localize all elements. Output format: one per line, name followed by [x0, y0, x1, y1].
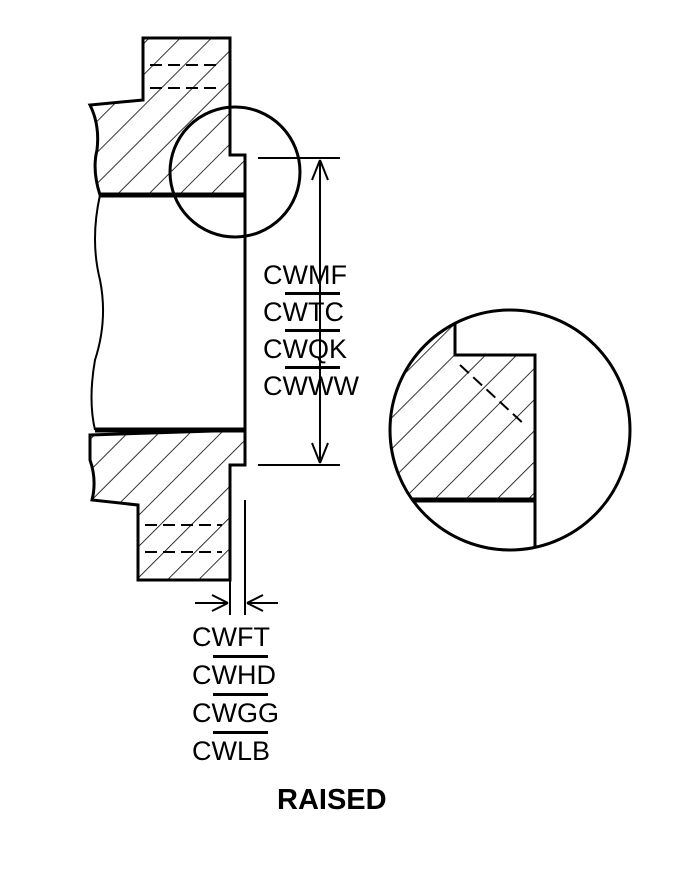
- code-label: CWFT: [192, 622, 270, 652]
- code-label: CWQK: [263, 334, 347, 364]
- diagram-title: RAISED: [277, 784, 387, 816]
- bore-edges: [95, 192, 245, 433]
- flange-section: [87, 36, 247, 582]
- detail-marker-circle: [168, 105, 302, 239]
- code-label: CWMF: [263, 260, 347, 290]
- code-label: CWTC: [263, 297, 344, 327]
- height-dimension: [258, 157, 340, 466]
- bolt-hidden-lines: [145, 64, 222, 553]
- bore-left-edge: [90, 194, 105, 431]
- code-label: CWHD: [192, 660, 276, 690]
- code-label: CWGG: [192, 698, 279, 728]
- thickness-dimension: [195, 500, 278, 615]
- code-label: CWLB: [192, 736, 271, 766]
- code-label: CWWW: [263, 371, 359, 401]
- lower-flange: [88, 428, 247, 582]
- detail-circle: [388, 308, 632, 552]
- detail-view: [390, 310, 537, 550]
- upper-flange: [87, 36, 247, 197]
